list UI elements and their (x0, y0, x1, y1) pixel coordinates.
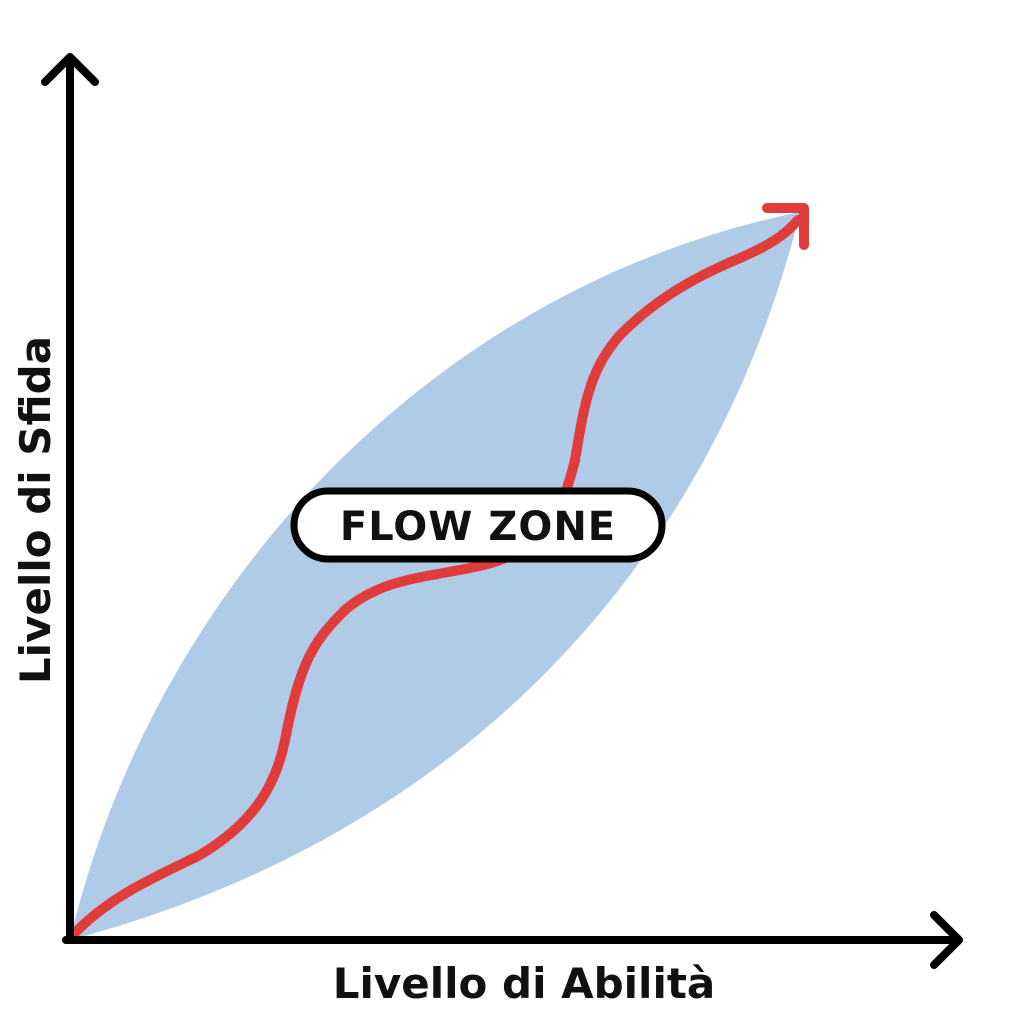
y-axis-arrowhead (41, 53, 99, 86)
x-axis-arrowhead (930, 911, 963, 969)
flow-zone-label-text: FLOW ZONE (340, 504, 616, 550)
flow-path-arrowhead (762, 203, 809, 250)
flow-zone-label-background (290, 487, 666, 563)
x-axis-label: Livello di Abilità (333, 959, 716, 1008)
flow-zone-label: FLOW ZONE (290, 487, 666, 563)
y-axis-label: Livello di Sfida (11, 336, 60, 684)
flow-path-line (67, 215, 803, 941)
